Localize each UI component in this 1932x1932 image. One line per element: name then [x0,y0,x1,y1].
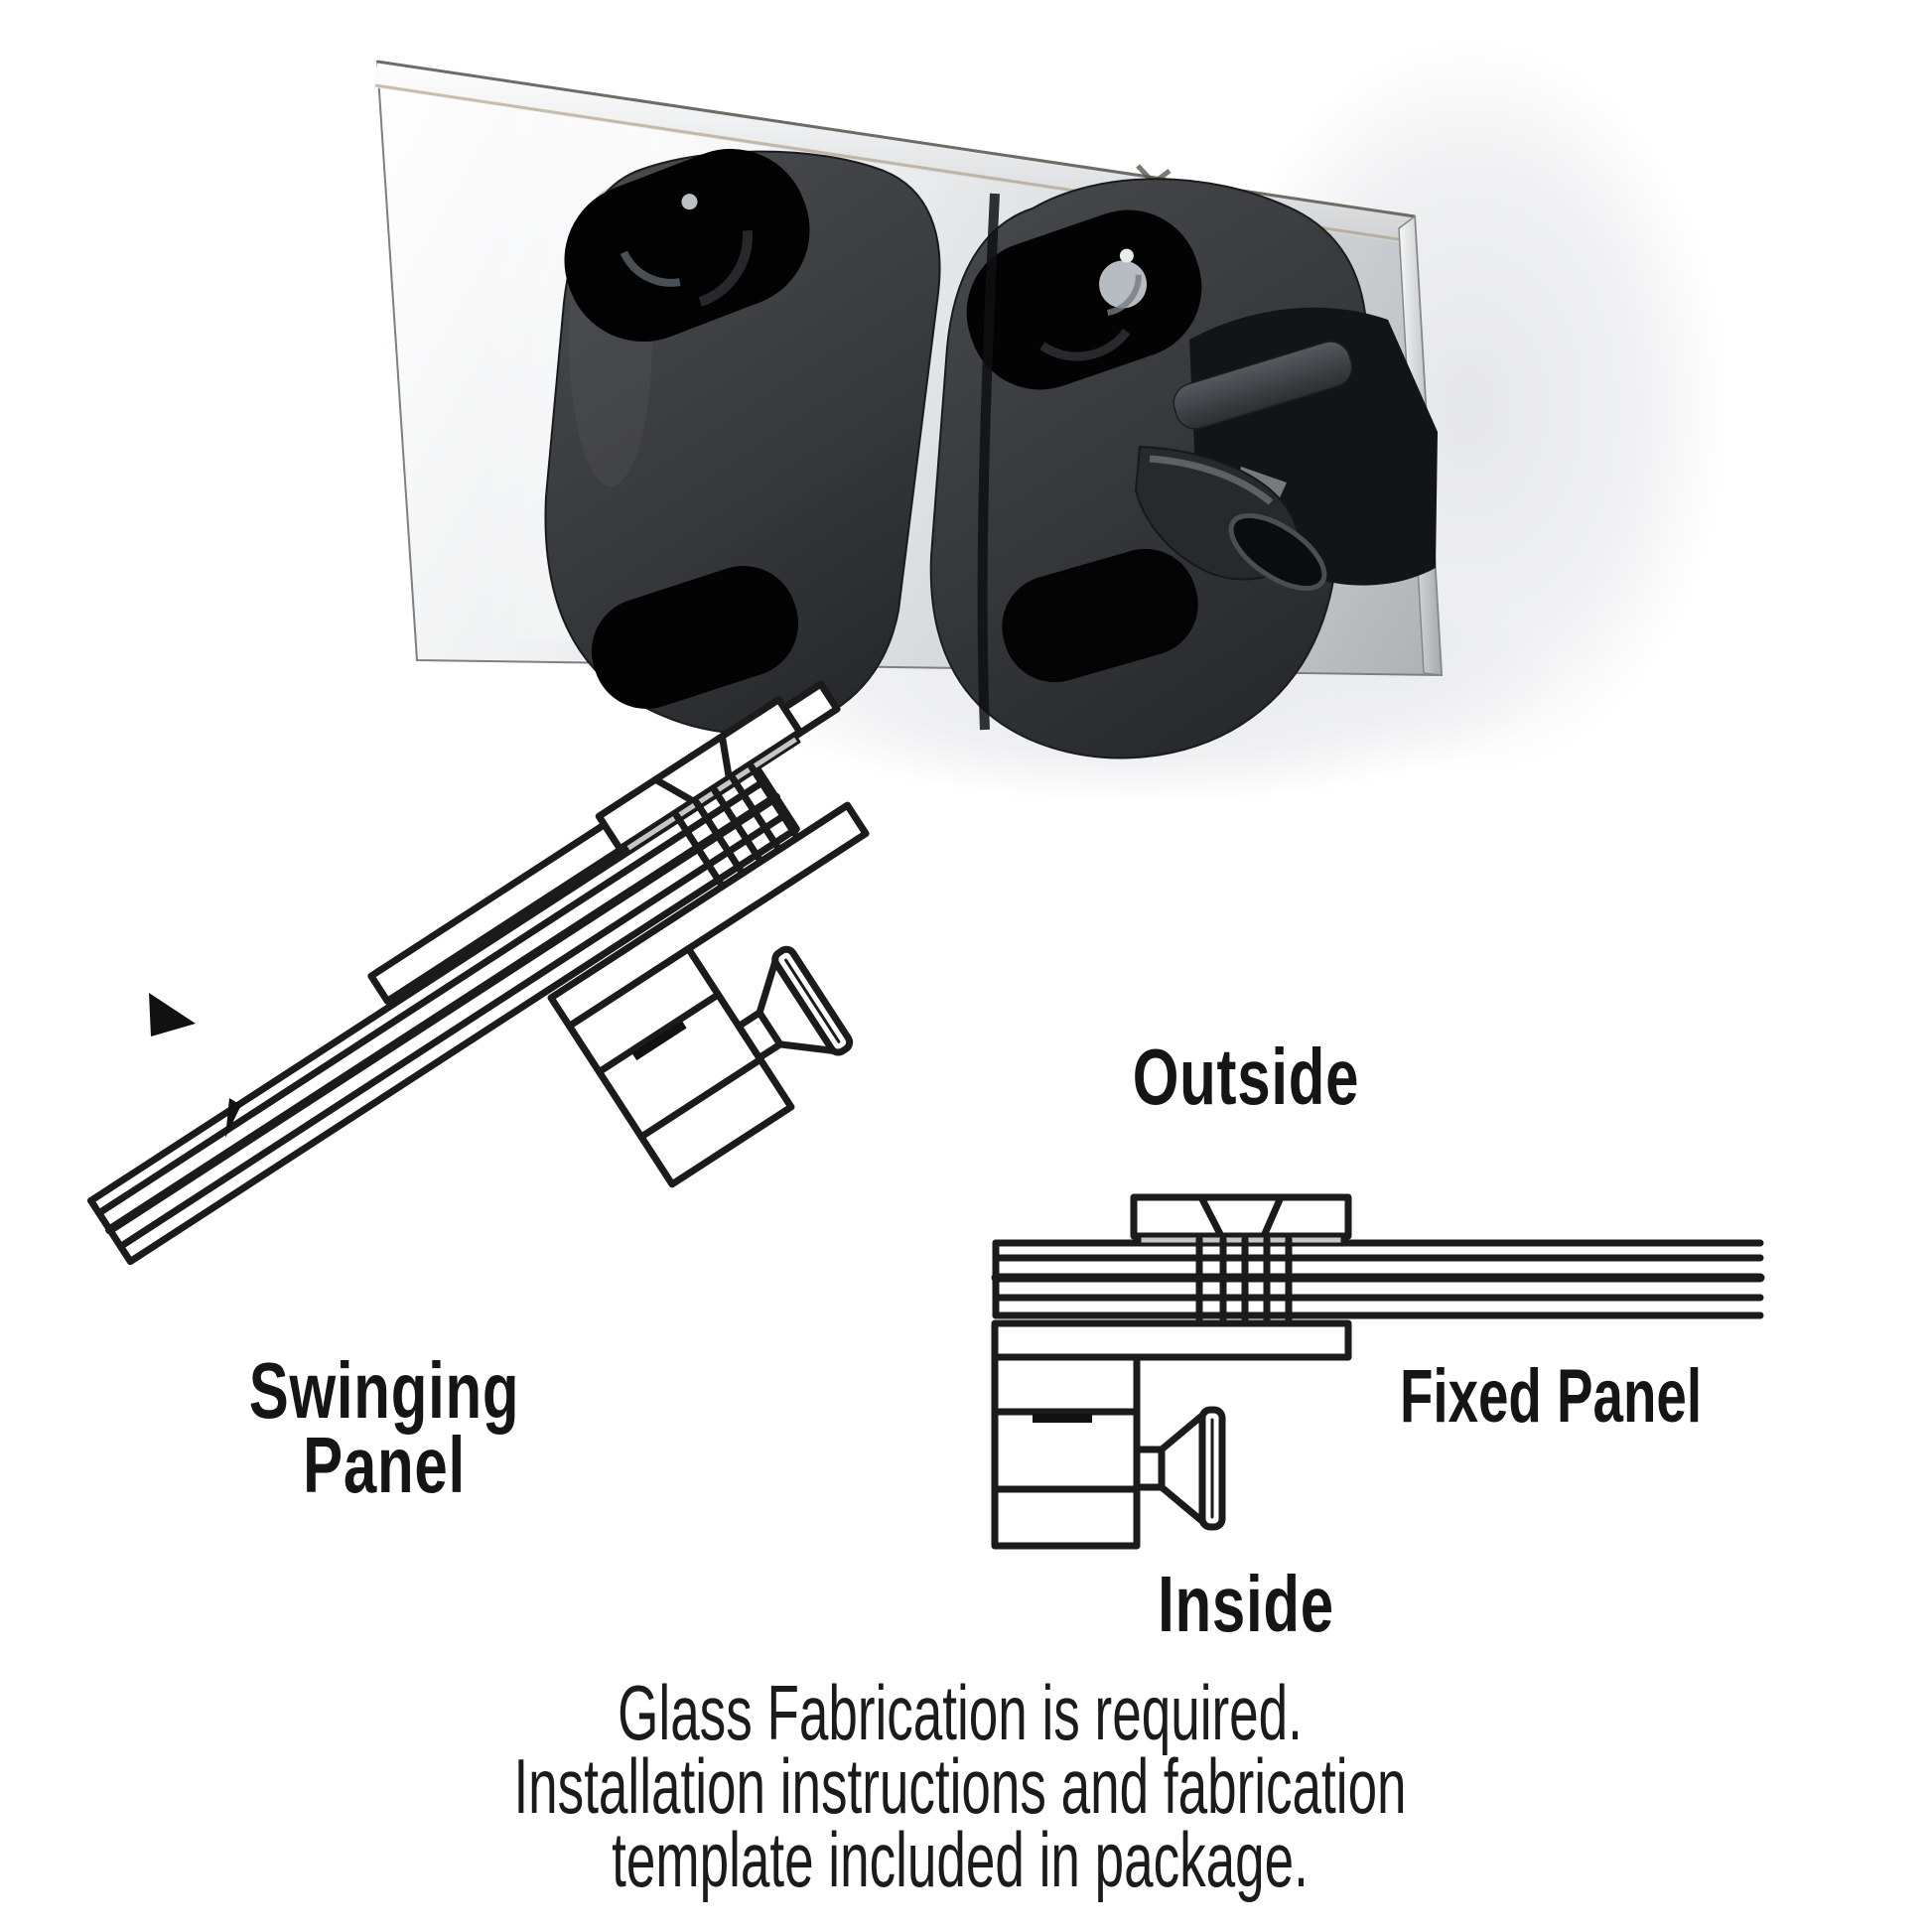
swinging-panel-label-line2: Panel [303,1421,466,1509]
footer-note: Glass Fabrication is required. Installat… [513,1671,1406,1904]
latch-pin-highlight [1149,455,1274,505]
footer-line-2: Installation instructions and fabricatio… [513,1744,1406,1831]
fixed-latch-assembly [995,1197,1348,1546]
right-housing [929,178,1438,759]
latch-pin-mouth [1228,512,1327,592]
outside-label: Outside [1133,1033,1360,1121]
screw-sparkle [1119,248,1134,263]
swinging-glass-interlayer [105,792,781,1235]
left-housing [544,148,1000,735]
swinging-panel-label-line1: Swinging [249,1346,520,1435]
fixed-panel-label: Fixed Panel [1400,1354,1702,1439]
swing-arrow-icon [149,993,196,1036]
screw-sparkle [681,194,698,210]
swing-arrow-icon-2 [225,1098,241,1138]
product-photo [374,40,1727,804]
footer-line-3: template included in package. [612,1818,1309,1904]
latch-pin-assembly [1134,307,1438,592]
fixed-panel-diagram [991,1197,1765,1546]
right-housing-bottom-hole [1002,548,1198,683]
right-housing-top-hole [966,209,1202,390]
keeper-rod [1173,341,1353,430]
swinging-panel-diagram [87,680,1005,1266]
swinging-glass-ends [87,764,800,1266]
housing-gap-crease [977,193,1000,731]
fixed-glass-lines [992,1239,1764,1319]
footer-line-1: Glass Fabrication is required. [618,1671,1303,1757]
swinging-glass-lines [87,764,800,1266]
inside-label: Inside [1158,1560,1334,1648]
left-housing-bottom-hole [591,566,799,709]
left-housing-top-hole [564,148,810,343]
